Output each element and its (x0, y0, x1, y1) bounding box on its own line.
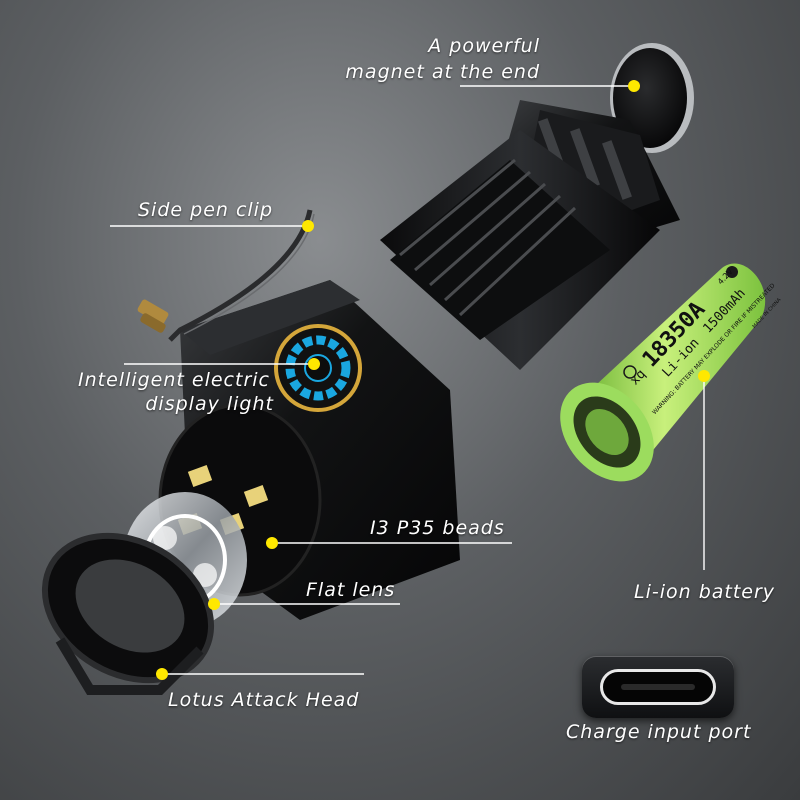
main-body (158, 280, 460, 620)
usb-c-port-illustration (582, 656, 734, 718)
li-ion-battery (560, 263, 766, 482)
usb-c-port-icon (600, 669, 716, 705)
label-beads: I3 P35 beads (370, 517, 505, 539)
threaded-tube (380, 130, 660, 370)
callout-dot-head (156, 668, 168, 680)
callout-dot-beads (266, 537, 278, 549)
label-magnet-line2: magnet at the end (345, 61, 540, 83)
label-display-line1: Intelligent electric (78, 369, 270, 391)
label-magnet-line1: A powerful (428, 35, 540, 57)
callout-dot-pen-clip (302, 220, 314, 232)
callout-dot-lens (208, 598, 220, 610)
label-battery: Li-ion battery (634, 581, 776, 603)
lotus-attack-head (41, 532, 215, 695)
callout-dots (156, 80, 710, 680)
callout-dot-battery (698, 370, 710, 382)
label-display-line2: display light (145, 393, 274, 415)
label-pen-clip: Side pen clip (138, 199, 274, 221)
label-head: Lotus Attack Head (168, 689, 360, 711)
usb-c-tongue (621, 684, 695, 690)
callout-dot-magnet (628, 80, 640, 92)
label-lens: Flat lens (306, 579, 396, 601)
callout-dot-display (308, 358, 320, 370)
callout-lines (110, 85, 705, 675)
label-charge-port: Charge input port (566, 721, 752, 743)
